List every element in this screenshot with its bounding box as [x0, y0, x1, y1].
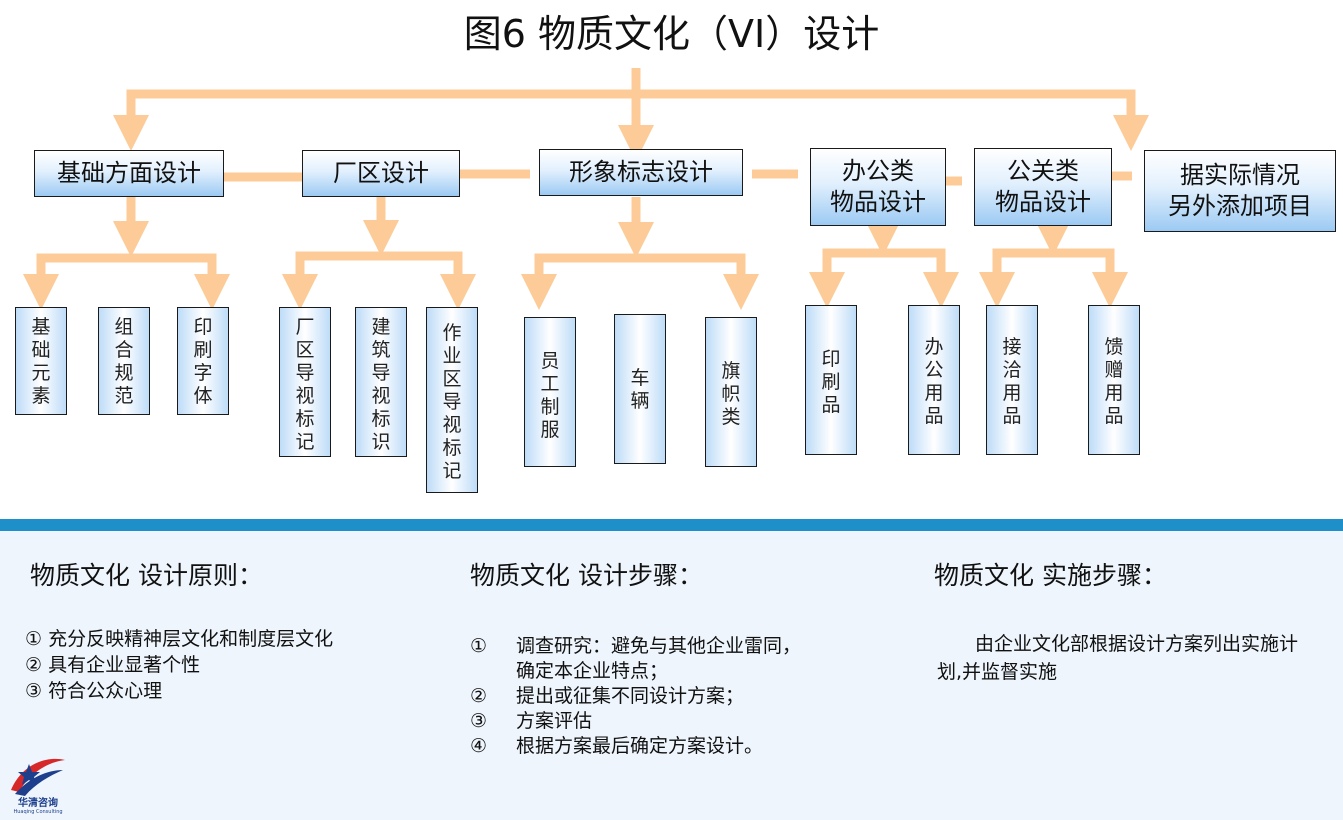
- item-box-print-fonts: 印刷字体: [177, 307, 229, 415]
- category-box-image-logo: 形象标志设计: [539, 149, 743, 196]
- principle-item: ③ 符合公众心理: [25, 680, 163, 702]
- connector-arrows: [23, 68, 1149, 310]
- category-box-additional: 据实际情况 另外添加项目: [1144, 150, 1336, 232]
- item-box-printed-matter: 印刷品: [805, 305, 857, 455]
- item-box-factory-signage: 厂区导视标记: [279, 307, 331, 457]
- item-box-office-supplies: 办公用品: [908, 305, 960, 455]
- category-box-factory: 厂区设计: [302, 150, 460, 197]
- item-box-basic-elements: 基础元素: [15, 307, 67, 415]
- step-item: ② 提出或征集不同设计方案；: [470, 685, 745, 707]
- diagram-title: 图6 物质文化（VI）设计: [463, 12, 880, 56]
- star-swoosh-icon: [11, 758, 65, 796]
- item-box-vehicles: 车辆: [614, 314, 666, 464]
- item-box-flags: 旗帜类: [705, 317, 757, 467]
- step-item: ① 调查研究：避免与其他企业雷同， 确定本企业特点；: [470, 635, 802, 682]
- step-item: ③ 方案评估: [470, 710, 593, 732]
- step-item: ④ 根据方案最后确定方案设计。: [470, 735, 764, 757]
- item-box-combination-rules: 组合规范: [98, 307, 150, 415]
- logo-subtitle: Huaqing Consulting: [13, 809, 63, 815]
- bottom-panel: [0, 531, 1343, 820]
- principle-item: ② 具有企业显著个性: [25, 654, 201, 676]
- steps-title: 物质文化 设计步骤：: [470, 561, 703, 590]
- category-box-pr: 公关类 物品设计: [974, 148, 1112, 226]
- item-box-uniforms: 员工制服: [524, 317, 576, 467]
- logo-name: 华清咨询: [18, 798, 58, 809]
- steps-list: ① 调查研究：避免与其他企业雷同， 确定本企业特点； ② 提出或征集不同设计方案…: [470, 634, 801, 759]
- item-box-gift-supplies: 馈赠用品: [1088, 305, 1140, 455]
- category-box-office: 办公类 物品设计: [810, 148, 946, 226]
- divider-band: [0, 519, 1343, 531]
- implementation-text: 由企业文化部根据设计方案列出实施计划,并监督实施: [937, 633, 1299, 683]
- principles-list: ① 充分反映精神层文化和制度层文化 ② 具有企业显著个性 ③ 符合公众心理: [25, 626, 333, 704]
- item-box-building-signage: 建筑导视标识: [355, 307, 407, 457]
- principles-title: 物质文化 设计原则：: [30, 561, 263, 590]
- item-box-workarea-signage: 作业区导视标记: [426, 307, 478, 493]
- item-box-reception-supplies: 接洽用品: [986, 305, 1038, 455]
- company-logo: 华清咨询 Huaqing Consulting: [5, 752, 71, 816]
- principle-item: ① 充分反映精神层文化和制度层文化: [25, 628, 334, 650]
- category-box-basics: 基础方面设计: [34, 150, 224, 197]
- implementation-title: 物质文化 实施步骤：: [934, 561, 1167, 590]
